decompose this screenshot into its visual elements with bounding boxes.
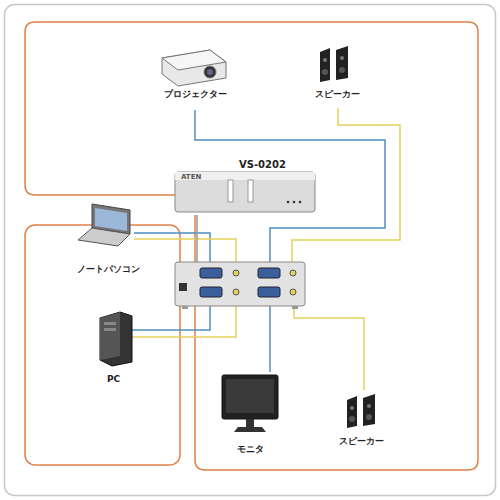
- speaker-icon-part: [340, 56, 344, 60]
- speaker-icon-part: [339, 67, 345, 73]
- laptop-icon: [78, 204, 130, 246]
- speaker-icon-part: [347, 396, 357, 428]
- switch-front-unit-part: [228, 180, 233, 202]
- group-outline-part: [25, 225, 180, 465]
- speaker-icon-part: [322, 69, 328, 75]
- speaker-icon-part: [349, 416, 355, 422]
- speaker-icon-part: [367, 404, 371, 408]
- switch-back-panel-part: [290, 289, 296, 295]
- brand-label: ATEN: [181, 174, 201, 182]
- label-text: PC: [105, 374, 122, 386]
- switch-back-panel-part: [182, 306, 188, 309]
- device-label: スピーカー: [313, 89, 362, 101]
- group-outline-part: [25, 22, 478, 470]
- switch-back-panel-part: [258, 268, 280, 278]
- switch-back-panel-part: [175, 262, 305, 306]
- label-text: VS-0202: [237, 158, 288, 171]
- label-text: ノートパソコン: [75, 264, 142, 276]
- speaker-icon: [347, 394, 375, 428]
- laptop-icon-part: [78, 228, 130, 246]
- pc-tower-icon-part: [104, 328, 116, 331]
- pc-tower-icon-part: [100, 312, 132, 366]
- speaker-icon-part: [320, 48, 330, 82]
- cable-part: [130, 306, 210, 330]
- switch-front-unit-part: [299, 201, 302, 204]
- monitor-icon-part: [234, 427, 266, 432]
- switch-front-unit-part: [248, 180, 253, 202]
- switch-back-panel: [175, 262, 305, 309]
- monitor-icon-part: [222, 375, 278, 419]
- device-label: PC: [105, 374, 122, 386]
- device-label: プロジェクター: [162, 89, 229, 101]
- label-text: スピーカー: [313, 89, 362, 101]
- cable-part: [269, 306, 271, 372]
- outer-frame: [5, 5, 496, 496]
- projector-icon-part: [204, 66, 216, 78]
- monitor-icon-part: [226, 379, 274, 413]
- switch-back-panel-part: [200, 268, 222, 278]
- label-text: プロジェクター: [162, 89, 229, 101]
- speaker-icon-part: [323, 58, 327, 62]
- switch-front-unit-part: [175, 172, 315, 212]
- switch-back-panel-part: [292, 306, 298, 309]
- switch-back-panel-part: [233, 289, 239, 295]
- pc-tower-icon-part: [100, 312, 120, 360]
- device-label: スピーカー: [337, 436, 386, 448]
- label-text: モニタ: [235, 444, 266, 456]
- switch-back-panel-part: [179, 283, 187, 291]
- pc-tower-icon-part: [104, 322, 116, 325]
- speaker-icon-part: [363, 394, 375, 426]
- speaker-icon: [320, 46, 348, 82]
- switch-front-unit-part: [293, 201, 296, 204]
- model-label: VS-0202: [237, 158, 288, 171]
- switch-front-unit: [175, 172, 315, 212]
- projector-icon: [162, 50, 226, 86]
- device-label: モニタ: [235, 444, 266, 456]
- switch-front-unit-part: [287, 201, 290, 204]
- cable: [130, 108, 400, 390]
- cable-part: [294, 306, 364, 390]
- switch-back-panel-part: [258, 287, 280, 297]
- switch-back-panel-part: [233, 270, 239, 276]
- monitor-icon-part: [246, 419, 254, 427]
- switch-back-panel-part: [290, 270, 296, 276]
- speaker-icon-part: [336, 46, 348, 80]
- cable-part: [130, 306, 236, 337]
- projector-icon-part: [162, 50, 226, 86]
- cable-part: [196, 215, 198, 262]
- monitor-icon: [222, 375, 278, 432]
- cable-part: [134, 233, 210, 266]
- projector-icon-part: [207, 69, 213, 75]
- laptop-icon-part: [95, 208, 127, 231]
- speaker-icon-part: [350, 406, 354, 410]
- pc-tower-icon: [100, 312, 132, 366]
- switch-back-panel-part: [200, 287, 222, 297]
- device-label: ノートパソコン: [75, 264, 142, 276]
- projector-icon-part: [162, 50, 226, 70]
- label-text: スピーカー: [337, 436, 386, 448]
- speaker-icon-part: [366, 414, 372, 420]
- group-outline: [25, 22, 478, 470]
